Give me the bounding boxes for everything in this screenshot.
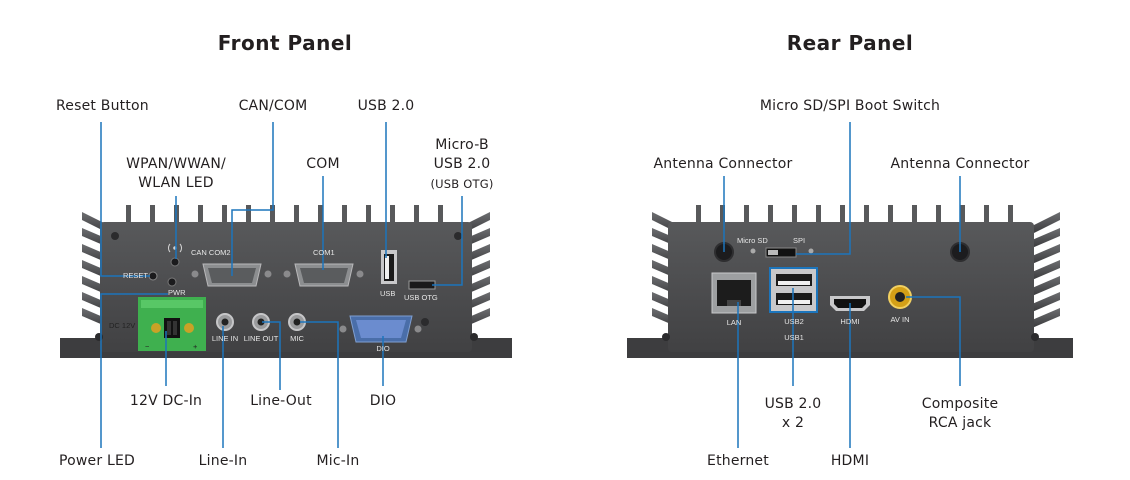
- label-power-led: Power LED: [59, 453, 136, 469]
- device-label-hdmi: HDMI: [840, 317, 860, 326]
- label-hdmi: HDMI: [830, 453, 870, 469]
- label-usb20: USB 2.0: [357, 98, 415, 114]
- label-can-com: CAN/COM: [238, 98, 308, 114]
- rear-panel-heading: Rear Panel: [786, 31, 914, 55]
- label-wlan-led-2: WLAN LED: [138, 175, 214, 191]
- device-label-line-out: LINE OUT: [243, 334, 279, 343]
- reset-button[interactable]: [148, 271, 158, 281]
- power-led: [167, 277, 177, 287]
- device-label-spi: SPI: [793, 236, 806, 245]
- front-panel-heading: Front Panel: [217, 31, 353, 55]
- device-label-dio: DIO: [376, 344, 390, 353]
- device-label-pwr: PWR: [168, 288, 186, 297]
- device-label-can-com2: CAN COM2: [191, 248, 231, 257]
- label-usb-2: x 2: [781, 415, 805, 431]
- screw: [470, 333, 478, 341]
- callout-line-out: [262, 321, 281, 390]
- device-label-line-in: LINE IN: [211, 334, 239, 343]
- device-label-com1: COM1: [313, 248, 335, 257]
- callout-lines: [100, 122, 961, 448]
- callout-micro-b: [432, 196, 463, 286]
- device-label-micro-sd: Micro SD: [737, 236, 768, 245]
- usb-otg-port: [408, 280, 436, 290]
- device-label-lan: LAN: [726, 318, 742, 327]
- label-dc-in: 12V DC-In: [129, 393, 203, 409]
- front-device: [60, 205, 512, 358]
- screw: [95, 333, 103, 341]
- line-in-jack: [216, 313, 234, 331]
- callout-boot-switch: [796, 122, 851, 255]
- callout-mic-in: [300, 321, 339, 448]
- rear-panel-body: [668, 222, 1034, 352]
- label-micro-b-3: (USB OTG): [430, 177, 494, 191]
- rca-jack: [888, 285, 912, 309]
- label-usb-1: USB 2.0: [764, 396, 822, 412]
- wlan-led: [170, 257, 180, 267]
- boot-switch: [750, 247, 814, 258]
- screw: [111, 232, 119, 240]
- label-line-out: Line-Out: [250, 393, 312, 409]
- label-line-in: Line-In: [198, 453, 248, 469]
- label-composite-2: RCA jack: [928, 415, 992, 431]
- callout-composite: [906, 296, 961, 386]
- label-dio: DIO: [369, 393, 397, 409]
- device-label-usb2: USB2: [784, 317, 804, 326]
- label-com: COM: [306, 156, 340, 172]
- usb-port: [381, 250, 397, 284]
- label-micro-b-1: Micro-B: [435, 137, 489, 153]
- device-label-usb1: USB1: [784, 333, 804, 342]
- label-reset-button: Reset Button: [56, 98, 149, 114]
- lan-port: [711, 272, 757, 314]
- com1-connector: [283, 263, 364, 287]
- device-label-reset: RESET: [123, 271, 149, 280]
- callout-reset: [100, 122, 150, 277]
- screw: [454, 232, 462, 240]
- device-label-plus: +: [193, 342, 198, 351]
- screw: [662, 333, 670, 341]
- label-antenna-right: Antenna Connector: [890, 156, 1030, 172]
- dio-connector: [339, 315, 422, 343]
- dc-terminal-block: [138, 297, 206, 351]
- label-micro-b-2: USB 2.0: [433, 156, 491, 172]
- label-mic-in: Mic-In: [316, 453, 360, 469]
- device-label-minus: −: [145, 342, 150, 351]
- callout-power-led: [100, 293, 168, 448]
- device-label-usb-otg: USB OTG: [404, 293, 438, 302]
- label-boot-switch: Micro SD/SPI Boot Switch: [759, 98, 941, 114]
- screw: [421, 318, 429, 326]
- label-composite-1: Composite: [921, 396, 999, 412]
- device-label-mic: MIC: [290, 334, 304, 343]
- label-ethernet: Ethernet: [707, 453, 769, 469]
- device-label-dc12v: DC 12V: [109, 321, 136, 330]
- callout-can-com: [231, 122, 274, 276]
- device-label-usb: USB: [380, 289, 396, 298]
- label-wlan-led-1: WPAN/WWAN/: [126, 156, 226, 172]
- label-antenna-left: Antenna Connector: [653, 156, 793, 172]
- screw: [1031, 333, 1039, 341]
- device-label-av-in: AV IN: [890, 315, 910, 324]
